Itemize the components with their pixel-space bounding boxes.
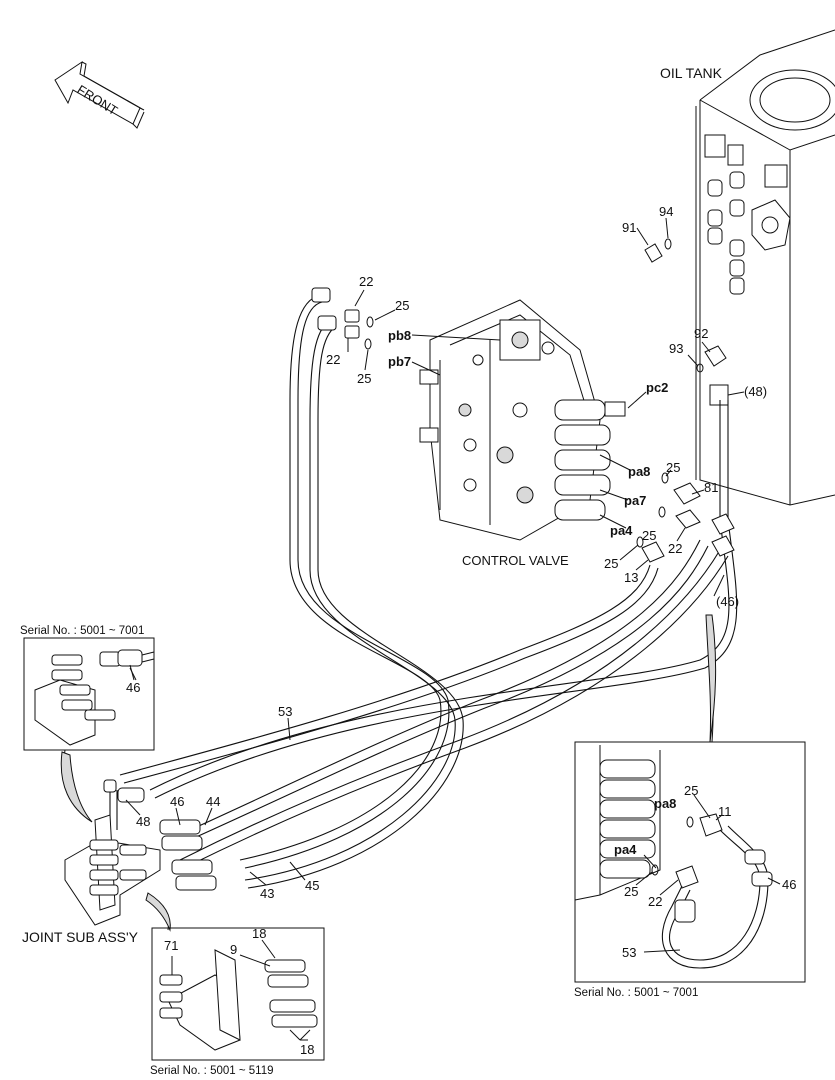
inset-upper-left [23,637,155,751]
inset-callout-18b: 18 [300,1042,314,1057]
callout-48-paren: (48) [744,384,767,399]
hose-group-long [109,400,738,869]
callout-25d: 25 [642,528,656,543]
callout-46a: 46 [126,680,140,695]
callout-44: 44 [206,794,220,809]
callout-43: 43 [260,886,274,901]
tank-fittings [644,238,729,406]
control-valve [419,299,626,541]
inset-callout-9: 9 [230,942,237,957]
callout-25e: 25 [604,556,618,571]
serial-upper-left: Serial No. : 5001 ~ 7001 [20,625,144,637]
inset-callout-pa8: pa8 [654,796,676,811]
inset-callout-46: 46 [782,877,796,892]
control-valve-label: CONTROL VALVE [462,553,569,568]
inset-callout-pa4: pa4 [614,842,637,857]
callout-pb8: pb8 [388,328,411,343]
callout-48: 48 [136,814,150,829]
inset-callout-18a: 18 [252,926,266,941]
callout-pa8: pa8 [628,464,650,479]
callout-leaders [125,217,781,1041]
callout-22b: 22 [326,352,340,367]
callout-22a: 22 [359,274,373,289]
inset-callout-22: 22 [648,894,662,909]
callout-pa4: pa4 [610,523,633,538]
oil-tank [695,29,835,506]
callout-46-paren: (46) [716,594,739,609]
callout-45: 45 [305,878,319,893]
callout-pc2: pc2 [646,380,668,395]
valve-fittings [311,287,735,563]
joint-sub-label: JOINT SUB ASS'Y [22,929,139,945]
inset-callout-11: 11 [718,804,732,819]
callout-pb7: pb7 [388,354,411,369]
hose-group-left [239,294,464,889]
callout-46b: 46 [170,794,184,809]
callout-94: 94 [659,204,673,219]
joint-sub-assy [64,779,217,926]
inset-callout-25b: 25 [624,884,638,899]
serial-lower-right: Serial No. : 5001 ~ 7001 [574,987,698,999]
callout-93: 93 [669,341,683,356]
callout-53: 53 [278,704,292,719]
inset-bottom [151,927,325,1061]
callout-13: 13 [624,570,638,585]
inset-callout-53: 53 [622,945,636,960]
inset-callout-71: 71 [164,938,178,953]
inset-lower-right [574,741,806,983]
inset-callout-25: 25 [684,783,698,798]
oil-tank-label: OIL TANK [660,65,723,81]
callout-92: 92 [694,326,708,341]
callout-25c: 25 [666,460,680,475]
callout-91: 91 [622,220,636,235]
callout-81: 81 [704,480,718,495]
serial-bottom: Serial No. : 5001 ~ 5119 [150,1065,274,1077]
front-arrow-icon: FRONT [54,60,145,129]
callout-22c: 22 [668,541,682,556]
callout-25b: 25 [357,371,371,386]
callout-25a: 25 [395,298,409,313]
callout-pa7: pa7 [624,493,646,508]
